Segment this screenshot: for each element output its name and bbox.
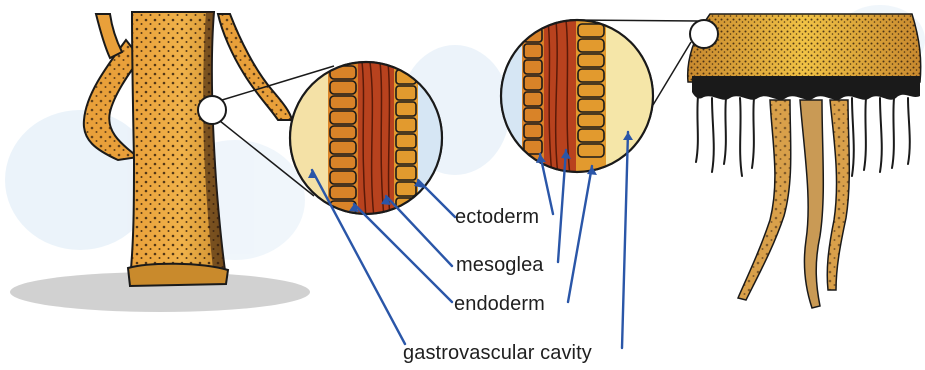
jellyfish-medusa-illustration	[688, 14, 921, 308]
mesoglea-label: mesoglea	[456, 255, 544, 275]
ectoderm-pointer-left	[418, 180, 455, 217]
gastrovascular-cavity-label: gastrovascular cavity	[403, 343, 592, 363]
ectoderm-label: ectoderm	[455, 207, 539, 227]
endoderm-label: endoderm	[454, 294, 545, 314]
endoderm-pointer-right	[568, 166, 592, 302]
magnifier-line	[650, 42, 691, 110]
mesoglea-pointer-left	[386, 196, 452, 266]
endoderm-pointer-left	[354, 204, 452, 302]
cavity-pointer-right	[622, 132, 628, 348]
right-tissue-magnifier	[500, 18, 654, 178]
